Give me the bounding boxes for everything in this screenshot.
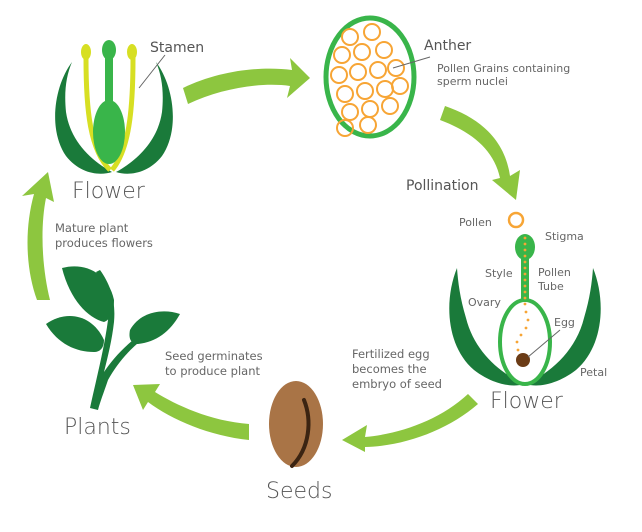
pollen-tube-dot: [523, 284, 527, 288]
pollen-tube-dot: [523, 278, 527, 282]
flower-top-label: Flower: [72, 179, 146, 204]
germination-text-line2: to produce plant: [165, 364, 260, 378]
seeds-label: Seeds: [266, 479, 332, 504]
pollen-tube-dot: [524, 326, 528, 330]
pollen-grain: [353, 43, 371, 61]
pollen-tube-label-line1: Pollen: [538, 266, 571, 279]
pollen-grain: [341, 28, 359, 46]
pollen-grain: [336, 119, 354, 137]
plant-sprout-icon: [46, 266, 180, 410]
pollen-grain: [376, 80, 394, 98]
pollen-grain: [330, 66, 348, 84]
pollen-tube-dot: [523, 242, 527, 246]
fertilization-text-line3: embryo of seed: [352, 377, 442, 391]
pollen-tube-dot: [523, 272, 527, 276]
maturation-text-line1: Mature plant: [55, 221, 129, 235]
pollen-tube-dot: [523, 302, 527, 306]
pollen-tube-dot: [526, 318, 530, 322]
cycle-arrow-icon: [22, 172, 54, 300]
pollen-tube-dot: [523, 248, 527, 252]
pollen-tube-label-line2: Tube: [537, 280, 564, 293]
pollen-grain: [341, 103, 359, 121]
seed-icon: [269, 381, 323, 468]
arrow-plant-to-flower: [22, 172, 54, 300]
pollen-tube-dot: [523, 296, 527, 300]
flower-right-label: Flower: [490, 389, 564, 414]
style-label: Style: [485, 267, 513, 280]
arrow-flower-to-seeds: [342, 394, 478, 452]
pollen-grain: [381, 97, 399, 115]
anther-label: Anther: [424, 38, 471, 54]
egg-label: Egg: [554, 316, 575, 329]
anther-description-line2: sperm nuclei: [437, 75, 508, 88]
pollen-tube-dot: [524, 310, 528, 314]
pollination-label: Pollination: [406, 178, 478, 194]
flower-icon: [55, 40, 173, 174]
pollen-tube-dot: [516, 348, 520, 352]
pollen-grain: [369, 61, 387, 79]
cycle-arrow-icon: [342, 394, 478, 452]
maturation-text-line2: produces flowers: [55, 236, 153, 250]
fertilization-text-line1: Fertilized egg: [352, 347, 430, 361]
ovary-label: Ovary: [468, 296, 501, 309]
pollen-tube-dot: [519, 333, 523, 337]
pollen-grain: [387, 59, 405, 77]
petal-label: Petal: [580, 366, 607, 379]
pollen-grain: [363, 23, 381, 41]
germination-text-line1: Seed germinates: [165, 349, 263, 363]
pollen-grain: [375, 41, 393, 59]
pollen-tube-dot: [523, 266, 527, 270]
pollen-grain: [359, 116, 377, 134]
cycle-arrow-icon: [440, 106, 520, 200]
stigma-label: Stigma: [545, 230, 584, 243]
cycle-arrow-icon: [183, 58, 310, 104]
pollen-grain: [333, 46, 351, 64]
pollen-grain: [391, 77, 409, 95]
pollen-tube-dot: [523, 260, 527, 264]
arrow-seeds-to-plant: [133, 384, 249, 440]
pollen-tube-dot: [515, 340, 519, 344]
anther-icon: [323, 15, 431, 139]
anther-description-line1: Pollen Grains containing: [437, 62, 570, 75]
pollen-grain: [361, 100, 379, 118]
pollen-tube-dot: [523, 290, 527, 294]
fertilization-text-line2: becomes the: [352, 362, 427, 376]
pollen-grain: [336, 85, 354, 103]
arrow-flower-to-anther: [183, 58, 310, 104]
arrow-anther-to-flower: [440, 106, 520, 200]
pistil-flower-icon: [449, 211, 601, 386]
pollen-label: Pollen: [459, 216, 492, 229]
plants-label: Plants: [64, 415, 131, 440]
pollen-tube-dot: [523, 254, 527, 258]
pollen-tube-dot: [523, 236, 527, 240]
cycle-arrow-icon: [133, 384, 249, 440]
pollen-grain: [356, 82, 374, 100]
stamen-label: Stamen: [150, 40, 204, 56]
pollen-grain: [349, 63, 367, 81]
